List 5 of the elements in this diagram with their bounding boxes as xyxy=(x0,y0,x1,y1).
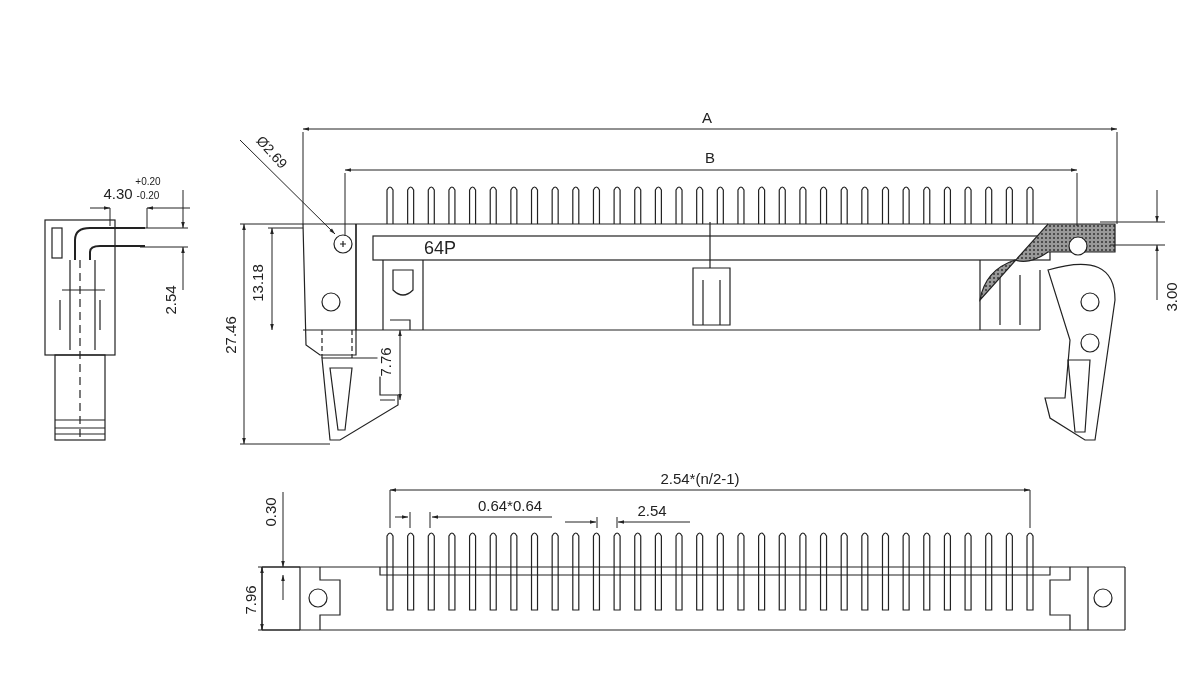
dimension-label: 7.76 xyxy=(377,347,393,377)
dimension-label: 64P xyxy=(424,239,456,257)
dimension-label: -0.20 xyxy=(136,191,160,201)
dimension-label: +0.20 xyxy=(135,177,161,187)
dimension-label: 2.54*(n/2-1) xyxy=(660,470,740,486)
